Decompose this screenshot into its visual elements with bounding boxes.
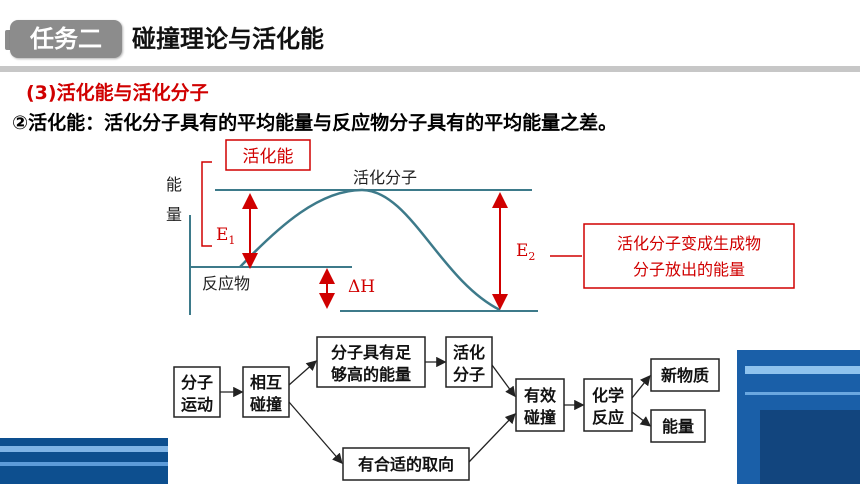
reactant-label: 反应物 [202, 274, 250, 293]
y-label-1: 能 [166, 175, 182, 194]
e2-note-box [583, 223, 795, 289]
flow-arrow-9 [631, 411, 652, 427]
subheading: (3)活化能与活化分子 [26, 82, 209, 104]
box9-label: 有合适的取向 [358, 455, 454, 474]
activation-box [225, 139, 311, 171]
e1-label: E1 [216, 225, 235, 247]
activation-box-label: 活化能 [243, 147, 294, 167]
flow-arrow-2 [288, 360, 317, 386]
box1-line2: 运动 [181, 395, 213, 414]
section-badge: 任务二 [10, 20, 122, 58]
box7-label: 新物质 [661, 366, 709, 385]
deco-right-highlight-2 [745, 392, 860, 395]
delta-h-label: ΔH [348, 277, 375, 297]
box5-line1: 有效 [524, 386, 556, 405]
deco-right-highlight [745, 366, 860, 374]
activation-bracket [201, 161, 212, 247]
box6-line1: 化学 [592, 386, 624, 405]
box3-line2: 够高的能量 [330, 365, 411, 384]
deco-right-shade [760, 410, 860, 484]
deco-left-stripe [0, 438, 172, 484]
flow-arrow-8 [631, 374, 651, 399]
box4-line2: 分子 [453, 365, 485, 384]
box2-line2: 碰撞 [250, 395, 282, 414]
peak-label: 活化分子 [353, 168, 417, 187]
box2-line1: 相互 [250, 373, 282, 392]
box1-line1: 分子 [181, 373, 213, 392]
flow-arrow-3 [288, 401, 343, 464]
flow-box-collision [242, 366, 290, 418]
e2-note-line1: 活化分子变成生成物 [617, 234, 761, 253]
badge-tab [5, 30, 13, 50]
flow-arrow-6 [468, 413, 516, 463]
flow-arrow-5 [491, 364, 516, 398]
flow-box-molecule-motion [173, 366, 221, 418]
box6-line2: 反应 [592, 408, 624, 427]
y-label-2: 量 [166, 205, 182, 224]
box5-line2: 碰撞 [524, 408, 556, 427]
flow-box-energy [650, 409, 706, 443]
flow-box-new-substance [650, 358, 720, 392]
flow-box-effective-collision [515, 378, 565, 432]
header-bar: 任务二 碰撞理论与活化能 [0, 0, 860, 72]
e2-note-line2: 分子放出的能量 [633, 260, 745, 279]
energy-curve [239, 188, 501, 312]
definition-text: ②活化能：活化分子具有的平均能量与反应物分子具有的平均能量之差。 [12, 112, 618, 134]
box8-label: 能量 [662, 417, 694, 436]
header-divider [0, 66, 860, 72]
deco-left-highlight-2 [0, 462, 172, 466]
page-title: 碰撞理论与活化能 [132, 25, 324, 53]
deco-left-highlight [0, 446, 172, 452]
flow-box-orientation [342, 447, 470, 481]
box3-line1: 分子具有足 [331, 343, 412, 362]
box4-line1: 活化 [453, 343, 485, 362]
e2-label: E2 [516, 241, 535, 263]
